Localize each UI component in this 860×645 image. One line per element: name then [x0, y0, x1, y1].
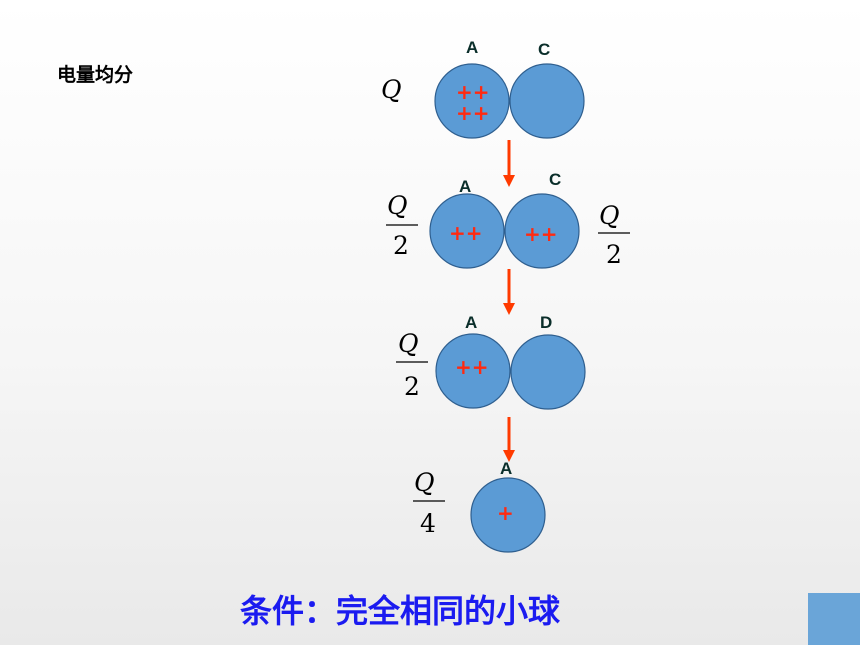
ball-a: [429, 193, 505, 269]
charge-signs: ++: [456, 80, 490, 104]
fraction-denominator: 2: [606, 240, 622, 269]
ball-a-label: A: [459, 177, 471, 196]
step-4: Q 4 A +: [413, 459, 546, 553]
charge-q: Q: [381, 75, 402, 104]
ball-a: [470, 477, 546, 553]
charge-signs: ++: [524, 222, 558, 246]
ball-a: [434, 63, 510, 139]
ball-a-label: A: [500, 459, 512, 478]
fraction-denominator: 2: [404, 372, 420, 401]
fraction-numerator: Q: [414, 468, 435, 497]
fraction-numerator: Q: [387, 191, 408, 220]
slide-title: 电量均分: [57, 64, 134, 86]
fraction-denominator: 2: [393, 231, 409, 260]
ball-c: [509, 63, 585, 139]
step-1: Q A C ++ ++: [381, 38, 585, 139]
charge-signs: +: [497, 501, 514, 525]
fraction-numerator: Q: [398, 329, 419, 358]
arrow-down-icon: [503, 140, 515, 187]
ball-d: [510, 334, 586, 410]
ball-d-label: D: [540, 313, 552, 332]
corner-decoration: [808, 593, 860, 645]
arrow-down-icon: [503, 269, 515, 315]
charge-signs: ++: [455, 355, 489, 379]
fraction-denominator: 4: [420, 509, 436, 538]
ball-a-label: A: [465, 313, 477, 332]
step-2: Q 2 A C ++ ++ Q 2: [386, 170, 630, 269]
charge-signs: ++: [449, 221, 483, 245]
ball-c: [504, 193, 580, 269]
ball-c-label: C: [549, 170, 561, 189]
fraction-numerator: Q: [599, 201, 620, 230]
ball-c-label: C: [538, 40, 550, 59]
step-3: Q 2 A D ++: [396, 313, 586, 410]
condition-caption: 条件：完全相同的小球: [239, 592, 560, 630]
charge-signs: ++: [456, 101, 490, 125]
ball-a-label: A: [466, 38, 478, 57]
ball-a: [435, 333, 511, 409]
arrow-down-icon: [503, 417, 515, 462]
